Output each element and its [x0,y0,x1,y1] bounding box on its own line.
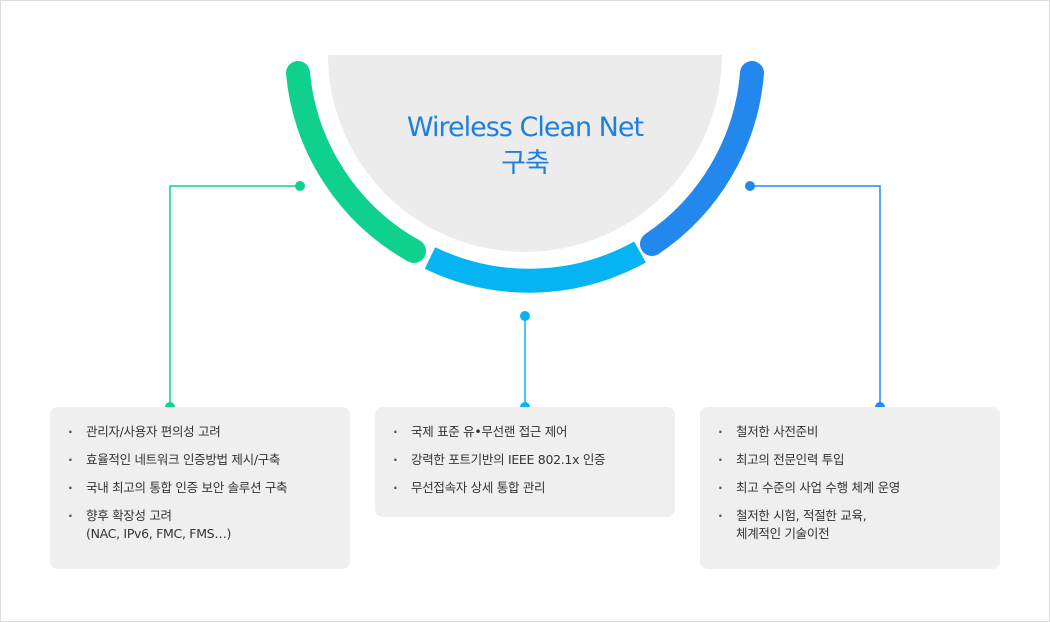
list-item: 국내 최고의 통합 인증 보안 솔루션 구축 [68,479,332,497]
list-item: 효율적인 네트워크 인증방법 제시/구축 [68,451,332,469]
middle-blue-arc [424,241,646,293]
list-item-text: 국제 표준 유•무선랜 접근 제어 [411,424,568,439]
list-item-text: 효율적인 네트워크 인증방법 제시/구축 [86,452,281,467]
list-item-text-continued: (NAC, IPv6, FMC, FMS…) [86,526,232,541]
list-item-text-continued: 체계적인 기술이전 [736,526,830,541]
list-item-text: 철저한 시험, 적절한 교육, [736,508,867,523]
list-item: 국제 표준 유•무선랜 접근 제어 [393,423,657,441]
middle-connector [520,311,530,412]
list-item: 관리자/사용자 편의성 고려 [68,423,332,441]
list-item: 향후 확장성 고려 (NAC, IPv6, FMC, FMS…) [68,507,332,543]
middle-info-box: 국제 표준 유•무선랜 접근 제어 강력한 포트기반의 IEEE 802.1x … [375,407,675,517]
middle-item-list: 국제 표준 유•무선랜 접근 제어 강력한 포트기반의 IEEE 802.1x … [393,423,657,497]
list-item-text: 무선접속자 상세 통합 관리 [411,480,546,495]
left-item-list: 관리자/사용자 편의성 고려 효율적인 네트워크 인증방법 제시/구축 국내 최… [68,423,332,543]
list-item-text: 국내 최고의 통합 인증 보안 솔루션 구축 [86,480,288,495]
center-title-line2: 구축 [501,148,550,179]
right-connector-dot-top [745,181,755,191]
right-blue-arc [640,61,764,256]
list-item-text: 관리자/사용자 편의성 고려 [86,424,221,439]
right-item-list: 철저한 사전준비 최고의 전문인력 투입 최고 수준의 사업 수행 체계 운영 … [718,423,982,543]
middle-connector-dot-top [520,311,530,321]
list-item: 최고의 전문인력 투입 [718,451,982,469]
list-item: 철저한 시험, 적절한 교육, 체계적인 기술이전 [718,507,982,543]
center-half-circle [328,55,722,252]
list-item-text: 최고 수준의 사업 수행 체계 운영 [736,480,900,495]
list-item-text: 향후 확장성 고려 [86,508,172,523]
right-connector [745,181,885,412]
list-item-text: 최고의 전문인력 투입 [736,452,845,467]
left-green-arc [286,61,426,263]
center-title: Wireless Clean Net 구축 [325,110,725,182]
list-item: 최고 수준의 사업 수행 체계 운영 [718,479,982,497]
left-connector [165,181,305,412]
list-item: 강력한 포트기반의 IEEE 802.1x 인증 [393,451,657,469]
left-connector-dot-top [295,181,305,191]
list-item-text: 강력한 포트기반의 IEEE 802.1x 인증 [411,452,606,467]
list-item-text: 철저한 사전준비 [736,424,819,439]
list-item: 무선접속자 상세 통합 관리 [393,479,657,497]
right-info-box: 철저한 사전준비 최고의 전문인력 투입 최고 수준의 사업 수행 체계 운영 … [700,407,1000,569]
center-title-line1: Wireless Clean Net [406,112,644,143]
left-info-box: 관리자/사용자 편의성 고려 효율적인 네트워크 인증방법 제시/구축 국내 최… [50,407,350,569]
list-item: 철저한 사전준비 [718,423,982,441]
